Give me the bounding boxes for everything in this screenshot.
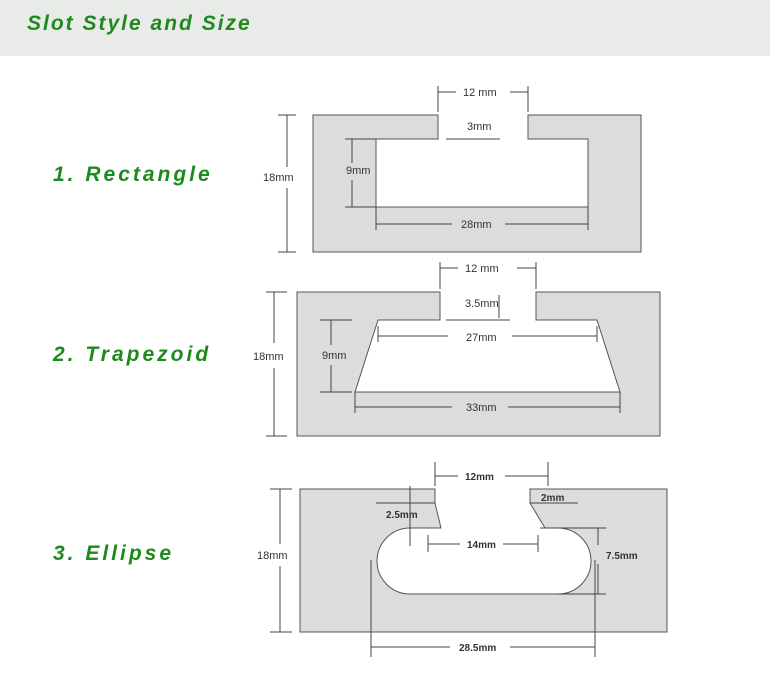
dim-rect-9mm: 9mm — [346, 165, 370, 177]
dim-trap-9mm: 9mm — [322, 350, 346, 362]
dim-rect-18mm: 18mm — [263, 172, 294, 184]
dim-ell-2-5mm: 2.5mm — [386, 510, 418, 521]
trapezoid-profile — [296, 291, 661, 437]
dim-rect-3mm: 3mm — [467, 121, 491, 133]
slot-label-trapezoid: 2. Trapezoid — [53, 343, 212, 366]
dim-ell-2mm: 2mm — [541, 493, 564, 504]
dim-ell-12mm: 12mm — [465, 472, 494, 483]
dim-ell-28-5mm: 28.5mm — [459, 643, 496, 654]
slot-label-ellipse: 3. Ellipse — [53, 542, 175, 565]
trapezoid-diagram: 18mm 12 mm 3.5mm 9mm 27mm 33mm — [253, 262, 661, 437]
dim-trap-27mm: 27mm — [466, 332, 497, 344]
page-header: Slot Style and Size — [0, 0, 770, 56]
rectangle-profile — [312, 114, 642, 253]
page-title: Slot Style and Size — [27, 12, 252, 35]
dim-rect-28mm: 28mm — [461, 219, 492, 231]
dim-ell-7-5mm: 7.5mm — [606, 551, 638, 562]
rectangle-diagram: 18mm 12 mm 3mm 9mm 28mm — [263, 86, 642, 253]
slot-label-rectangle: 1. Rectangle — [53, 163, 213, 186]
dim-trap-3-5mm: 3.5mm — [465, 298, 499, 310]
dim-rect-12mm: 12 mm — [463, 87, 497, 99]
dim-ell-18mm: 18mm — [257, 550, 288, 562]
dim-trap-18mm: 18mm — [253, 351, 284, 363]
dim-trap-12mm: 12 mm — [465, 263, 499, 275]
dim-trap-33mm: 33mm — [466, 402, 497, 414]
ellipse-diagram: 18mm 12mm 2.5mm 2mm 14mm 7.5mm 28.5mm — [257, 462, 668, 657]
dim-ell-14mm: 14mm — [467, 540, 496, 551]
